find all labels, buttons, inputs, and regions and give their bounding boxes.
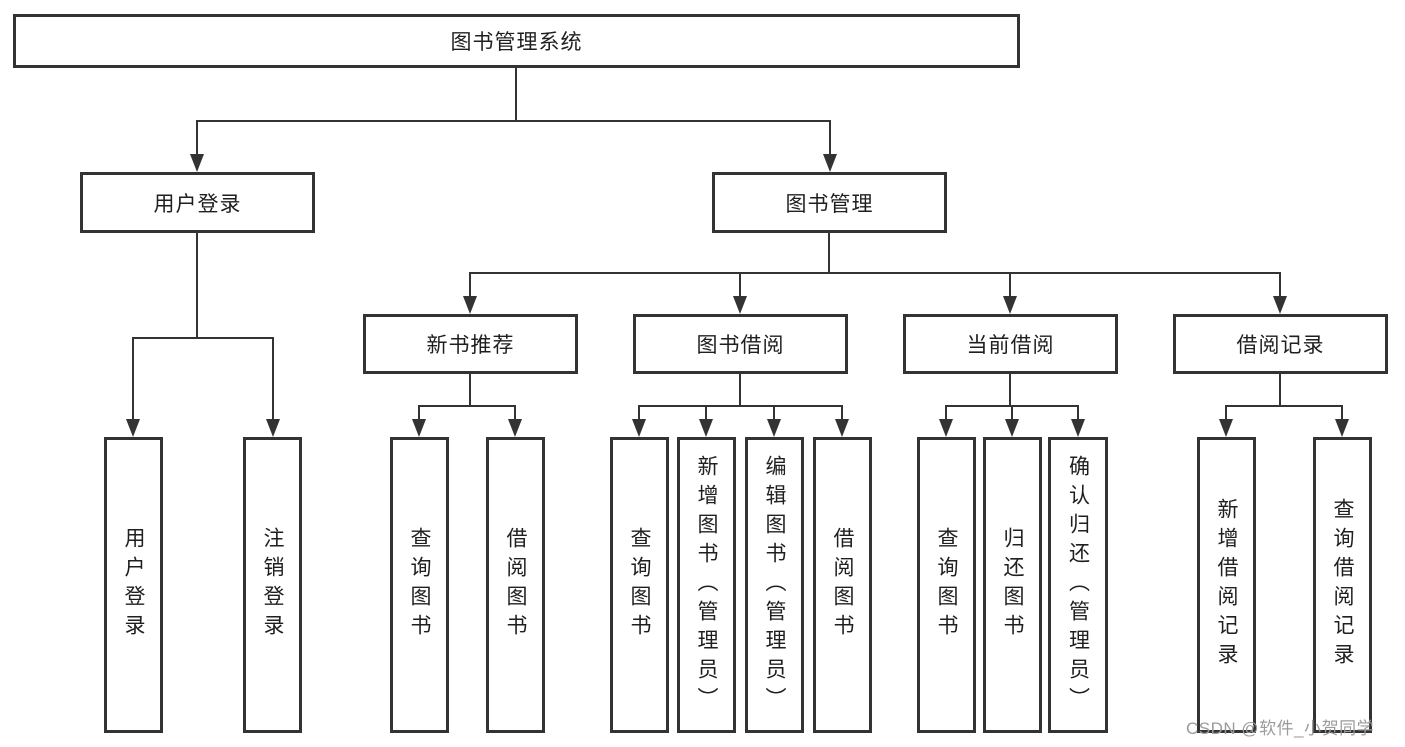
leaf-rec-borrow-books: 借阅图书 [486,437,545,733]
arrow-down-icon [1071,419,1085,437]
connector-line [469,272,1281,274]
leaf-bor-edit-books-admin-label: 编辑图书（管理员） [763,454,786,716]
node-user-login-label: 用户登录 [153,192,242,216]
node-book-management: 图书管理 [712,172,947,233]
node-borrowing-records-label: 借阅记录 [1236,334,1325,357]
connector-line [773,405,775,421]
leaf-bor-borrow-books: 借阅图书 [813,437,872,733]
connector-line [1225,405,1227,421]
leaf-bor-borrow-books-label: 借阅图书 [831,527,854,643]
node-current-borrowing: 当前借阅 [903,314,1118,374]
connector-line [1009,272,1011,298]
arrow-down-icon [1005,419,1019,437]
leaf-rec-query-books-label: 查询图书 [408,527,431,643]
leaf-rcd-query-record-label: 查询借阅记录 [1331,498,1354,672]
leaf-bor-add-books-admin-label: 新增图书（管理员） [695,454,718,716]
leaf-rcd-add-record-label: 新增借阅记录 [1215,498,1238,672]
arrow-down-icon [463,296,477,314]
connector-line [841,405,843,421]
arrow-down-icon [1219,419,1233,437]
connector-line [705,405,707,421]
leaf-cur-confirm-return-admin-label: 确认归还（管理员） [1066,454,1090,716]
connector-line [418,405,516,407]
arrow-down-icon [412,419,426,437]
connector-line [515,68,517,122]
node-current-borrowing-label: 当前借阅 [966,334,1055,357]
leaf-logout-label: 注销登录 [261,527,284,643]
connector-line [272,337,274,421]
connector-line [1341,405,1343,421]
node-book-management-label: 图书管理 [785,192,874,216]
arrow-down-icon [823,154,837,172]
connector-line [1011,405,1013,421]
node-root-label: 图书管理系统 [450,31,583,54]
node-new-book-recommend: 新书推荐 [363,314,578,374]
connector-line [1279,374,1281,407]
arrow-down-icon [1273,296,1287,314]
node-borrowing-records: 借阅记录 [1173,314,1388,374]
leaf-user-login-label: 用户登录 [122,527,145,643]
node-user-login: 用户登录 [80,172,315,233]
connector-line [638,405,843,407]
arrow-down-icon [1335,419,1349,437]
connector-line [1009,374,1011,407]
csdn-watermark: CSDN @软件_小贺同学 [1186,719,1375,738]
leaf-bor-edit-books-admin: 编辑图书（管理员） [745,437,804,733]
arrow-down-icon [266,419,280,437]
arrow-down-icon [1003,296,1017,314]
connector-line [638,405,640,421]
connector-line [1279,272,1281,298]
connector-line [132,337,274,339]
leaf-rec-query-books: 查询图书 [390,437,449,733]
node-book-borrowing-label: 图书借阅 [696,334,785,357]
connector-line [828,233,830,274]
arrow-down-icon [835,419,849,437]
leaf-bor-add-books-admin: 新增图书（管理员） [677,437,736,733]
arrow-down-icon [767,419,781,437]
connector-line [1077,405,1079,421]
arrow-down-icon [126,419,140,437]
arrow-down-icon [508,419,522,437]
node-new-book-recommend-label: 新书推荐 [426,334,515,357]
connector-line [196,120,198,156]
arrow-down-icon [733,296,747,314]
leaf-user-login: 用户登录 [104,437,163,733]
connector-line [469,374,471,407]
node-book-borrowing: 图书借阅 [633,314,848,374]
connector-line [739,374,741,407]
connector-line [196,233,198,339]
connector-line [469,272,471,298]
connector-line [945,405,947,421]
leaf-rec-borrow-books-label: 借阅图书 [504,527,527,643]
connector-line [418,405,420,421]
arrow-down-icon [699,419,713,437]
node-root: 图书管理系统 [13,14,1020,68]
connector-line [132,337,134,421]
connector-line [514,405,516,421]
arrow-down-icon [632,419,646,437]
connector-line [196,120,831,122]
connector-line [1225,405,1343,407]
leaf-bor-query-books-label: 查询图书 [628,527,651,643]
leaf-cur-return-books-label: 归还图书 [1001,527,1024,643]
leaf-rcd-query-record: 查询借阅记录 [1313,437,1372,733]
leaf-rcd-add-record: 新增借阅记录 [1197,437,1256,733]
connector-line [739,272,741,298]
connector-line [829,120,831,156]
arrow-down-icon [190,154,204,172]
arrow-down-icon [939,419,953,437]
leaf-cur-query-books: 查询图书 [917,437,976,733]
leaf-cur-return-books: 归还图书 [983,437,1042,733]
leaf-logout: 注销登录 [243,437,302,733]
leaf-bor-query-books: 查询图书 [610,437,669,733]
leaf-cur-query-books-label: 查询图书 [935,527,958,643]
leaf-cur-confirm-return-admin: 确认归还（管理员） [1048,437,1108,733]
